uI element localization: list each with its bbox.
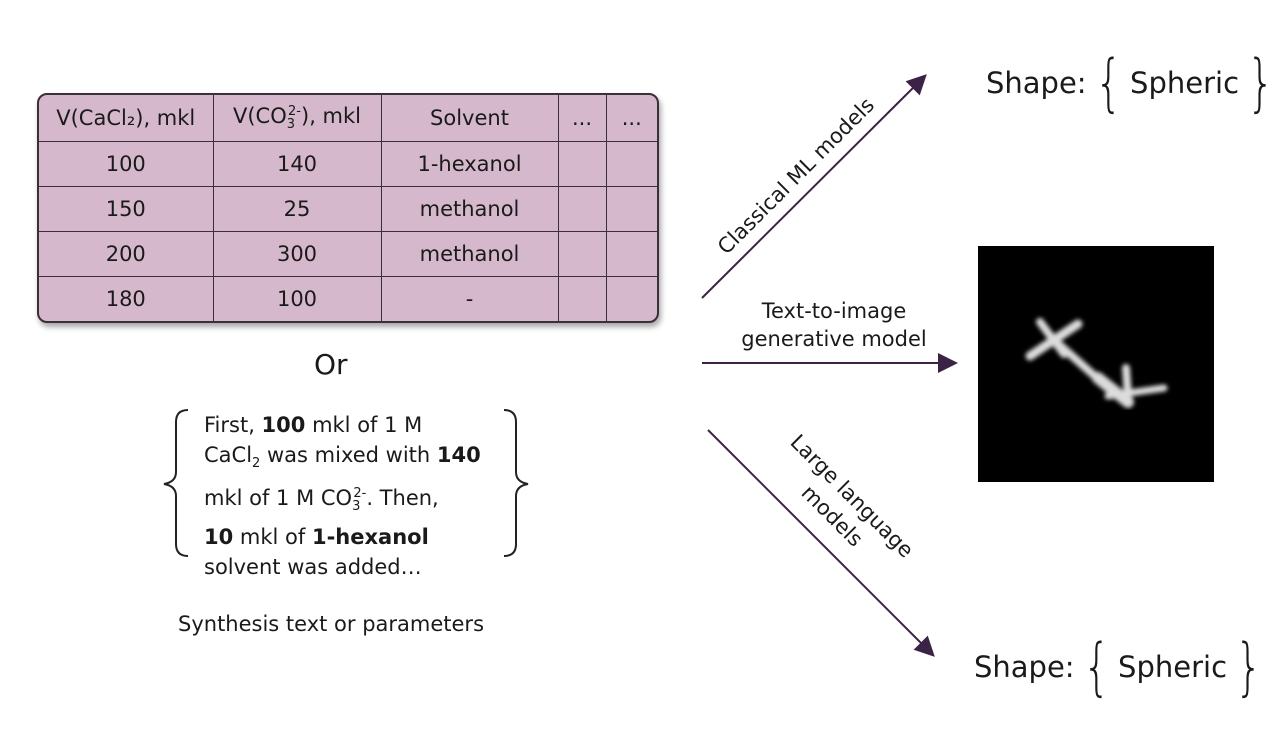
table-header-row: V(CaCl₂), mkl V(CO32-), mkl Solvent ... … (39, 95, 657, 142)
table-cell (557, 276, 607, 321)
header-co3-volume: V(CO32-), mkl (212, 95, 382, 142)
table-cell (605, 276, 657, 321)
table-cell: 100 (212, 276, 382, 321)
header-solvent: Solvent (380, 95, 559, 142)
table-cell: 180 (39, 276, 214, 321)
table-cell: 25 (212, 185, 382, 232)
header-cacl2-volume: V(CaCl₂), mkl (39, 95, 214, 142)
left-brace-icon: { (1094, 46, 1123, 119)
table-cell (557, 140, 607, 187)
crystal-shape-image (1025, 318, 1168, 408)
table-cell (605, 140, 657, 187)
table-cell: methanol (380, 185, 559, 232)
table-cell (557, 185, 607, 232)
output-shape-top: Shape: { Spheric } (986, 52, 1280, 114)
table-row: 100 140 1-hexanol (39, 140, 657, 187)
table-cell: 1-hexanol (380, 140, 559, 187)
synthesis-paragraph: First, 100 mkl of 1 M CaCl2 was mixed wi… (204, 410, 481, 582)
table-cell (605, 230, 657, 278)
text-to-image-label: Text-to-image generative model (741, 299, 927, 351)
right-brace-icon: } (1234, 630, 1263, 703)
synthesis-line: 10 mkl of 1-hexanol (204, 525, 429, 550)
shape-value: Spheric (1118, 650, 1228, 684)
parameters-table: V(CaCl₂), mkl V(CO32-), mkl Solvent ... … (37, 93, 659, 323)
table-cell (605, 185, 657, 232)
arrow-llm (707, 429, 935, 657)
generated-image (978, 246, 1214, 482)
arrow-classical-ml (701, 74, 927, 299)
input-caption: Synthesis text or parameters (178, 612, 485, 636)
synthesis-line: mkl of 1 M CO32-. Then, (204, 486, 439, 515)
or-label: Or (314, 348, 348, 381)
table-row: 150 25 methanol (39, 185, 657, 232)
synthesis-line: solvent was added… (204, 555, 422, 580)
synthesis-text-braces (163, 409, 529, 557)
shape-value: Spheric (1130, 66, 1240, 100)
synthesis-line: CaCl2 was mixed with 140 (204, 443, 481, 472)
output-shape-bottom: Shape: { Spheric } (974, 636, 1270, 698)
table-cell: 150 (39, 185, 214, 232)
shape-label: Shape: (974, 650, 1075, 684)
table-row: 180 100 - (39, 276, 657, 321)
right-brace-icon: } (1246, 46, 1275, 119)
left-brace-icon: { (1082, 630, 1111, 703)
table-cell: 200 (39, 230, 214, 278)
shape-label: Shape: (986, 66, 1087, 100)
synthesis-line: First, 100 mkl of 1 M (204, 413, 423, 437)
